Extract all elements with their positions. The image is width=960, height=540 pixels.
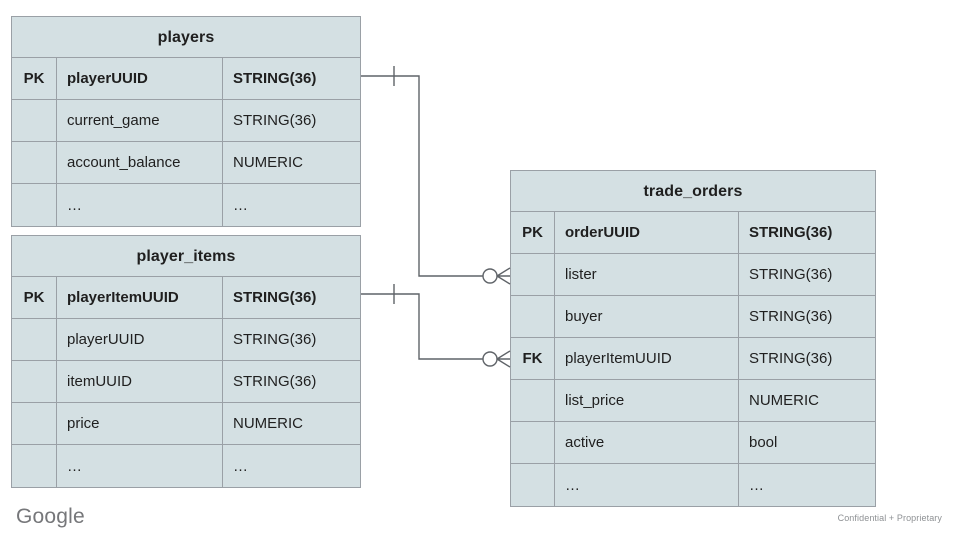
row-column-name: … — [57, 184, 223, 226]
row-column-name: buyer — [555, 296, 739, 337]
table-row[interactable]: lister STRING(36) — [511, 254, 875, 296]
row-column-type: STRING(36) — [749, 350, 833, 367]
row-column-name: playerItemUUID — [555, 338, 739, 379]
row-column-type: NUMERIC — [749, 392, 819, 409]
row-key-badge: PK — [12, 58, 57, 99]
row-column-name: list_price — [555, 380, 739, 421]
table-row[interactable]: playerUUID STRING(36) — [12, 319, 360, 361]
table-row[interactable]: FK playerItemUUID STRING(36) — [511, 338, 875, 380]
row-column-name: orderUUID — [555, 212, 739, 253]
confidentiality-note: Confidential + Proprietary — [837, 513, 942, 523]
cardinality-zero-circle — [482, 268, 498, 284]
table-row[interactable]: … … — [12, 184, 360, 226]
row-column-name: active — [555, 422, 739, 463]
row-key-badge — [511, 380, 555, 421]
row-column-type: … — [233, 196, 248, 214]
row-column-type: bool — [749, 434, 778, 451]
entity-table-player-items[interactable]: player_items PK playerItemUUID STRING(36… — [11, 235, 361, 488]
entity-title-player-items: player_items — [12, 236, 360, 277]
row-key-badge — [12, 142, 57, 183]
row-column-type: … — [749, 476, 764, 494]
row-column-name: … — [57, 445, 223, 487]
cardinality-many-crowsfoot — [496, 350, 511, 368]
cardinality-many-crowsfoot — [496, 267, 511, 285]
row-key-badge — [12, 361, 57, 402]
row-column-type: … — [233, 457, 248, 475]
table-row[interactable]: active bool — [511, 422, 875, 464]
table-row[interactable]: … … — [511, 464, 875, 506]
row-column-name: … — [555, 464, 739, 506]
table-row[interactable]: itemUUID STRING(36) — [12, 361, 360, 403]
table-row[interactable]: … … — [12, 445, 360, 487]
table-row[interactable]: PK playerUUID STRING(36) — [12, 58, 360, 100]
row-column-type: STRING(36) — [233, 70, 317, 87]
entity-table-players[interactable]: players PK playerUUID STRING(36) current… — [11, 16, 361, 227]
row-key-badge: FK — [511, 338, 555, 379]
row-key-badge — [12, 100, 57, 141]
row-key-badge — [12, 403, 57, 444]
table-row[interactable]: list_price NUMERIC — [511, 380, 875, 422]
table-row[interactable]: account_balance NUMERIC — [12, 142, 360, 184]
table-row[interactable]: PK playerItemUUID STRING(36) — [12, 277, 360, 319]
row-key-badge — [12, 445, 57, 487]
row-column-type: STRING(36) — [233, 112, 317, 129]
row-column-name: current_game — [57, 100, 223, 141]
row-column-type: STRING(36) — [233, 289, 317, 306]
row-key-badge — [511, 422, 555, 463]
row-key-badge: PK — [12, 277, 57, 318]
row-column-name: price — [57, 403, 223, 444]
row-key-badge — [12, 319, 57, 360]
relationship-line-players-trade-orders[interactable] — [361, 66, 511, 285]
row-column-name: lister — [555, 254, 739, 295]
table-row[interactable]: current_game STRING(36) — [12, 100, 360, 142]
row-column-type: NUMERIC — [233, 154, 303, 171]
row-column-name: itemUUID — [57, 361, 223, 402]
row-key-badge — [12, 184, 57, 226]
google-logo: Google — [16, 505, 85, 528]
row-column-type: STRING(36) — [233, 373, 317, 390]
row-column-type: STRING(36) — [233, 331, 317, 348]
row-key-badge — [511, 296, 555, 337]
row-column-type: NUMERIC — [233, 415, 303, 432]
row-key-badge: PK — [511, 212, 555, 253]
row-column-name: playerItemUUID — [57, 277, 223, 318]
entity-title-trade-orders: trade_orders — [511, 171, 875, 212]
row-key-badge — [511, 464, 555, 506]
row-column-type: STRING(36) — [749, 224, 833, 241]
row-column-type: STRING(36) — [749, 308, 833, 325]
row-column-type: STRING(36) — [749, 266, 833, 283]
table-row[interactable]: price NUMERIC — [12, 403, 360, 445]
row-column-name: account_balance — [57, 142, 223, 183]
entity-table-trade-orders[interactable]: trade_orders PK orderUUID STRING(36) lis… — [510, 170, 876, 507]
row-column-name: playerUUID — [57, 319, 223, 360]
entity-title-players: players — [12, 17, 360, 58]
table-row[interactable]: PK orderUUID STRING(36) — [511, 212, 875, 254]
row-key-badge — [511, 254, 555, 295]
cardinality-zero-circle — [482, 351, 498, 367]
table-row[interactable]: buyer STRING(36) — [511, 296, 875, 338]
relationship-line-player-items-trade-orders[interactable] — [361, 284, 511, 368]
row-column-name: playerUUID — [57, 58, 223, 99]
